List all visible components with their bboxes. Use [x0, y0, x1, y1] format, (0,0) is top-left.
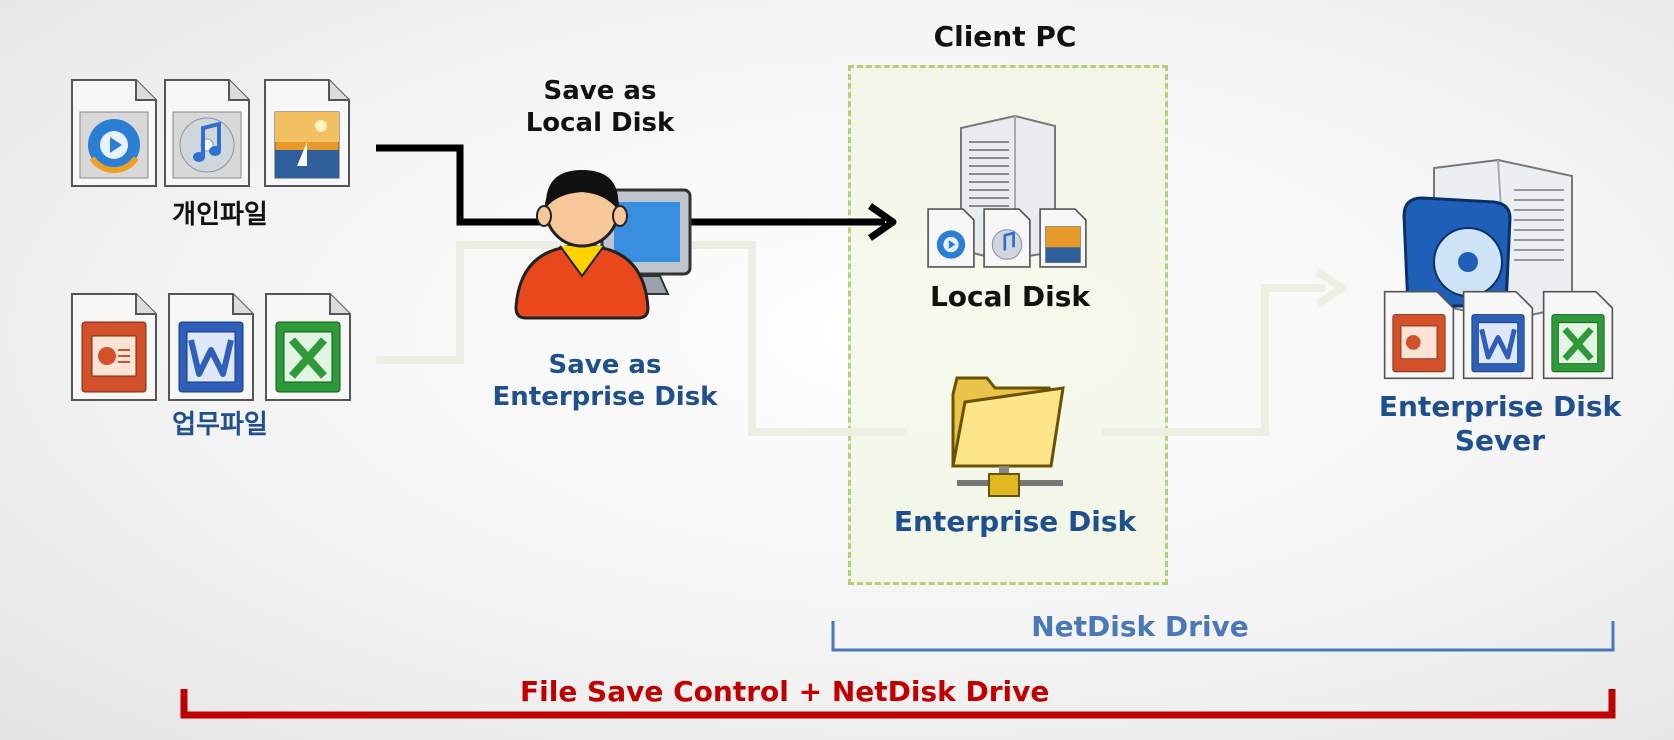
netdisk-drive-label: NetDisk Drive — [1031, 610, 1249, 643]
enterprise-disk-server-label: Enterprise Disk Sever — [1370, 390, 1630, 458]
save-as-enterprise-disk-label: Save as Enterprise Disk — [480, 350, 730, 413]
netdisk-drive-bracket — [831, 621, 1615, 652]
server-label-line1: Enterprise Disk — [1378, 390, 1622, 423]
save-as-enterprise-line1: Save as — [548, 350, 662, 380]
work-files-label: 업무파일 — [172, 410, 268, 440]
server-word-file-icon — [1462, 290, 1534, 380]
word-file-icon — [168, 293, 254, 401]
image-file-icon — [264, 79, 350, 187]
local-image-file-icon — [1039, 208, 1087, 268]
media-player-icon — [71, 79, 157, 187]
file-save-control-label: File Save Control + NetDisk Drive — [520, 675, 1050, 708]
local-flow-arrowhead — [868, 203, 897, 241]
server-powerpoint-file-icon — [1383, 290, 1455, 380]
enterprise-disk-label: Enterprise Disk — [893, 505, 1137, 538]
music-file-icon — [164, 79, 250, 187]
enterprise-server-icon — [1402, 158, 1573, 322]
save-as-local-line1: Save as — [543, 76, 657, 106]
local-media-player-icon — [927, 208, 975, 268]
user-at-computer-icon — [514, 170, 692, 320]
local-disk-label: Local Disk — [929, 280, 1091, 313]
server-label-line2: Sever — [1454, 424, 1546, 458]
powerpoint-file-icon — [71, 293, 157, 401]
client-pc-title: Client PC — [933, 20, 1077, 53]
personal-files-label: 개인파일 — [172, 200, 268, 230]
file-save-control-bracket — [180, 689, 1616, 719]
enterprise-to-server-line — [1102, 284, 1325, 436]
save-as-local-disk-label: Save as Local Disk — [500, 76, 700, 139]
save-as-local-line2: Local Disk — [525, 107, 675, 138]
save-as-enterprise-line2: Enterprise Disk — [492, 381, 718, 412]
local-music-file-icon — [983, 208, 1031, 268]
network-folder-icon — [951, 376, 1065, 497]
excel-file-icon — [265, 293, 351, 401]
enterprise-to-server-arrowhead — [1315, 268, 1346, 308]
server-excel-file-icon — [1542, 290, 1614, 380]
